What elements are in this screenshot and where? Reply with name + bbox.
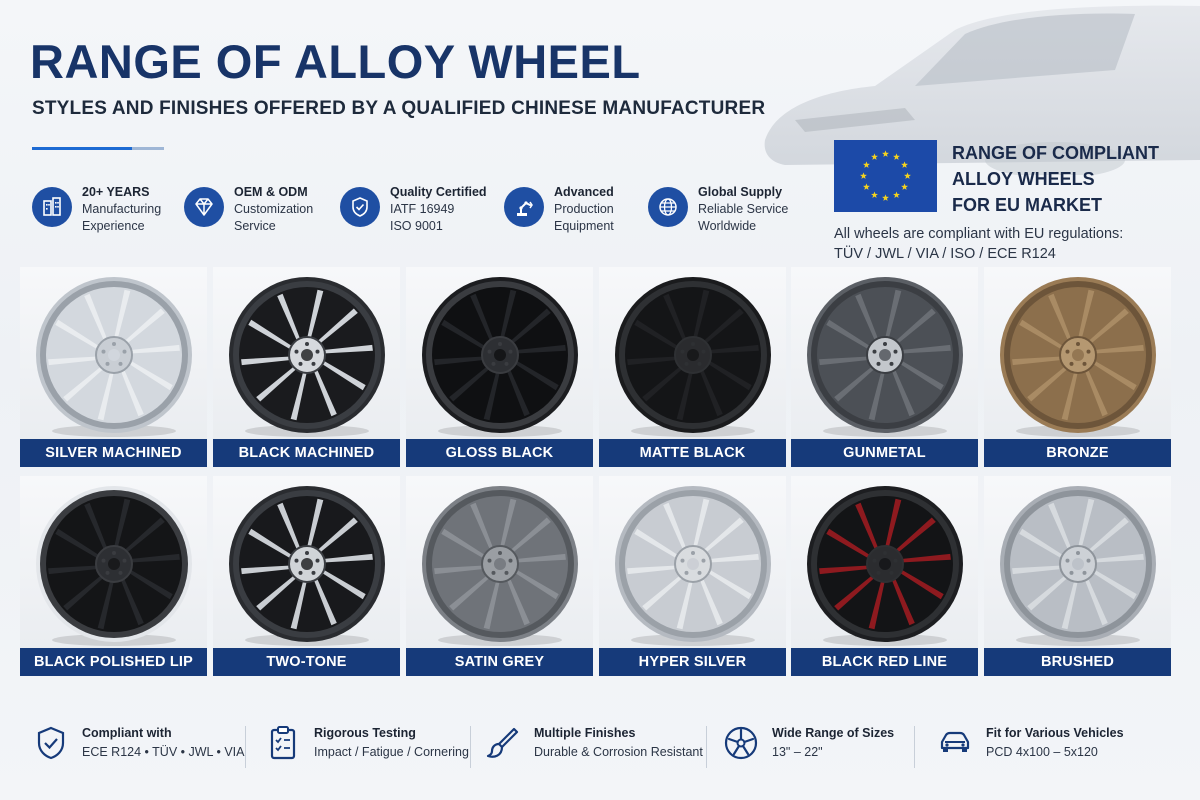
- wheel-label: BRONZE: [984, 439, 1171, 467]
- page-title: RANGE OF ALLOY WHEEL: [30, 35, 641, 88]
- wheel-image: [807, 486, 963, 646]
- divider: [470, 726, 471, 768]
- diamond-icon: [184, 187, 224, 227]
- shield-check-icon: [340, 187, 380, 227]
- wheel-image: [1000, 277, 1156, 437]
- wheel-image: [422, 486, 578, 646]
- robot-arm-icon: [504, 187, 544, 227]
- divider: [706, 726, 707, 768]
- wheel-card-silver-machined[interactable]: SILVER MACHINED: [20, 267, 207, 467]
- wheel-label: TWO-TONE: [213, 648, 400, 676]
- wheel-card-satin-grey[interactable]: SATIN GREY: [406, 476, 593, 676]
- wheel-image: [1000, 486, 1156, 646]
- wheel-image: [36, 277, 192, 437]
- page-subtitle: STYLES AND FINISHES OFFERED BY A QUALIFI…: [32, 98, 766, 119]
- wheel-image: [615, 486, 771, 646]
- wheel-label: BRUSHED: [984, 648, 1171, 676]
- wheel-card-matte-black[interactable]: MATTE BLACK: [599, 267, 786, 467]
- eu-star: [901, 183, 908, 190]
- wheel-label: BLACK MACHINED: [213, 439, 400, 467]
- shield-check-icon: [37, 726, 65, 760]
- wheel-label: HYPER SILVER: [599, 648, 786, 676]
- wheel-card-two-tone[interactable]: TWO-TONE: [213, 476, 400, 676]
- eu-compliance-text: All wheels are compliant with EU regulat…: [834, 226, 1124, 262]
- wheel-label: GLOSS BLACK: [406, 439, 593, 467]
- wheel-card-black-machined[interactable]: BLACK MACHINED: [213, 267, 400, 467]
- wheel-image: [36, 486, 192, 646]
- eu-star: [882, 194, 889, 201]
- wheel-label: SATIN GREY: [406, 648, 593, 676]
- wheel-image: [615, 277, 771, 437]
- wheel-card-black-polished-lip[interactable]: BLACK POLISHED LIP: [20, 476, 207, 676]
- wheel-label: BLACK RED LINE: [791, 648, 978, 676]
- wheel-label: SILVER MACHINED: [20, 439, 207, 467]
- clipboard-icon: [270, 726, 296, 760]
- eu-star: [863, 183, 870, 190]
- globe-icon: [648, 187, 688, 227]
- car-icon: [940, 731, 970, 752]
- wheel-image: [229, 277, 385, 437]
- divider: [914, 726, 915, 768]
- divider: [245, 726, 246, 768]
- eu-title: RANGE OF COMPLIANT ALLOY WHEELS FOR EU M…: [952, 143, 1159, 215]
- wheel-card-black-red-line[interactable]: BLACK RED LINE: [791, 476, 978, 676]
- wheel-icon: [724, 726, 758, 760]
- wheel-image: [229, 486, 385, 646]
- eu-star: [863, 161, 870, 168]
- eu-star: [860, 172, 867, 179]
- wheel-card-brushed[interactable]: BRUSHED: [984, 476, 1171, 676]
- title-underline: [32, 147, 164, 150]
- building-icon: [32, 187, 72, 227]
- eu-star: [882, 150, 889, 157]
- eu-star: [871, 191, 878, 198]
- wheel-card-gunmetal[interactable]: GUNMETAL: [791, 267, 978, 467]
- eu-star: [901, 161, 908, 168]
- wheel-label: BLACK POLISHED LIP: [20, 648, 207, 676]
- wheel-label: GUNMETAL: [791, 439, 978, 467]
- wheel-image: [807, 277, 963, 437]
- eu-star: [904, 172, 911, 179]
- wheel-card-bronze[interactable]: BRONZE: [984, 267, 1171, 467]
- wheel-card-gloss-black[interactable]: GLOSS BLACK: [406, 267, 593, 467]
- eu-flag-icon: [834, 140, 937, 212]
- wheel-label: MATTE BLACK: [599, 439, 786, 467]
- wheel-card-hyper-silver[interactable]: HYPER SILVER: [599, 476, 786, 676]
- wheel-image: [422, 277, 578, 437]
- paint-brush-icon: [486, 727, 519, 758]
- eu-star: [893, 191, 900, 198]
- eu-star: [893, 153, 900, 160]
- eu-star: [871, 153, 878, 160]
- car-silhouette-image: [764, 5, 1200, 175]
